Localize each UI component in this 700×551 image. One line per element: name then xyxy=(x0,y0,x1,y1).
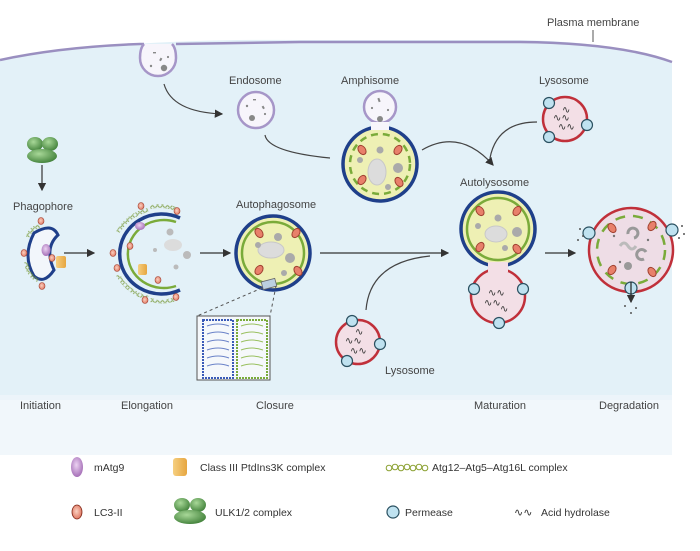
endosome-label: Endosome xyxy=(229,75,282,87)
plasma-membrane xyxy=(0,40,673,64)
stage-label-maturation: Maturation xyxy=(474,400,526,412)
autolysosome: ∿∿ ∿∿ ∿ xyxy=(459,190,537,330)
stage-label-closure: Closure xyxy=(256,400,294,412)
phagophore xyxy=(20,217,66,290)
endocytic-vesicle xyxy=(138,43,178,78)
legend-permease: Permease xyxy=(405,507,453,519)
ulk-legend-icon xyxy=(174,498,206,524)
cytoplasm-fade xyxy=(0,395,672,455)
phagophore-label: Phagophore xyxy=(13,201,73,213)
lc3-icon xyxy=(71,504,83,520)
lysosome-top-label: Lysosome xyxy=(539,75,589,87)
svg-text:∿∿: ∿∿ xyxy=(350,346,367,357)
autolysosome-label: Autolysosome xyxy=(460,177,529,189)
amphisome-label: Amphisome xyxy=(341,75,399,87)
autophagosome-label: Autophagosome xyxy=(236,199,316,211)
pi3k-icon xyxy=(173,458,187,476)
ulk-complex xyxy=(27,137,58,163)
arrow-vesicle-to-endosome xyxy=(163,83,224,118)
arrow-lysosome-to-autolysosome xyxy=(489,121,538,159)
svg-text:∿∿: ∿∿ xyxy=(558,122,575,133)
svg-text:∿∿: ∿∿ xyxy=(553,113,570,124)
elongating-phagophore xyxy=(109,202,191,304)
legend-ulk: ULK1/2 complex xyxy=(215,507,293,519)
lysosome-top: ∿∿ ∿ ∿∿ xyxy=(541,95,594,144)
lysosome-bottom: ∿∿ ∿ ∿∿ xyxy=(334,314,387,368)
stage-label-degradation: Degradation xyxy=(599,400,659,412)
legend: mAtg9 Class III PtdIns3K complex Atg12–A… xyxy=(71,457,610,524)
autophagosome xyxy=(234,214,312,292)
acid-hydrolase-icon: ∿∿ xyxy=(514,507,532,519)
legend-atg12: Atg12–Atg5–Atg16L complex xyxy=(432,462,568,474)
legend-hydrolase: Acid hydrolase xyxy=(541,507,610,519)
degrading-autolysosome xyxy=(577,206,685,314)
lysosome-bottom-label: Lysosome xyxy=(385,365,435,377)
arrow-endosome-to-amphisome xyxy=(264,134,331,159)
membrane-inset xyxy=(196,277,278,381)
stage-label-initiation: Initiation xyxy=(20,400,61,412)
svg-text:∿∿: ∿∿ xyxy=(488,288,505,299)
atg12-complex-icon xyxy=(385,463,429,472)
svg-text:∿: ∿ xyxy=(562,105,570,116)
arrow-lysosome-bottom-to-maturation xyxy=(365,255,431,311)
svg-text:∿∿: ∿∿ xyxy=(345,336,362,347)
legend-lc3: LC3-II xyxy=(94,507,123,519)
endosome xyxy=(236,90,276,130)
svg-text:∿∿: ∿∿ xyxy=(484,298,501,309)
legend-matg9: mAtg9 xyxy=(94,462,125,474)
arrow-amphisome-to-autolysosome xyxy=(421,141,494,166)
stage-label-elongation: Elongation xyxy=(121,400,173,412)
svg-text:∿: ∿ xyxy=(500,304,508,315)
legend-pi3k: Class III PtdIns3K complex xyxy=(200,462,326,474)
plasma-membrane-label: Plasma membrane xyxy=(547,17,639,29)
permease-icon xyxy=(386,505,400,519)
matg9-icon xyxy=(71,457,83,477)
svg-text:∿: ∿ xyxy=(355,327,363,338)
amphisome xyxy=(341,89,419,203)
